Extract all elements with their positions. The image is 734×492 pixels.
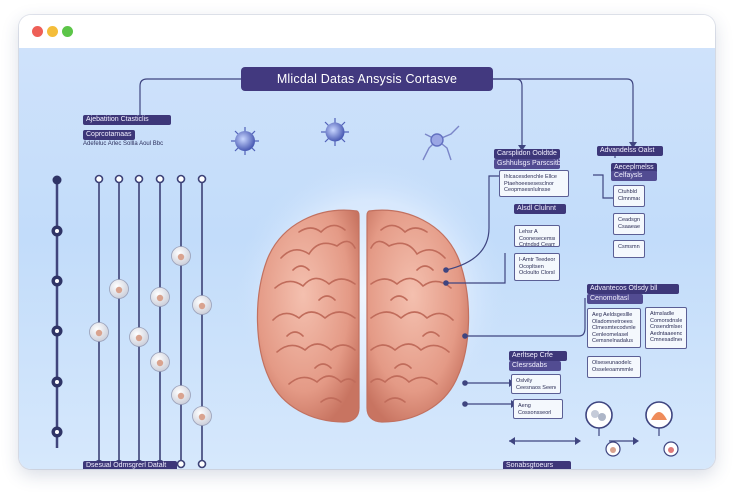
virus-icon-1 xyxy=(231,127,259,155)
virus-icon-2 xyxy=(321,118,349,146)
header-a: Carsplidon Ooldtde xyxy=(494,149,560,159)
legend-item: Aoul xyxy=(139,141,152,147)
box-f: Olseseunaodelc Osseleoammmle xyxy=(587,356,641,378)
neuron-icon xyxy=(422,125,460,161)
box-c: I-Amtr Teedeon Ocopltsen Ocloulto Clorsl… xyxy=(514,253,560,281)
left-footer: Dsesual Odmsgrerl Datalt xyxy=(83,461,177,469)
window-titlebar xyxy=(19,15,715,48)
label-b: Aeceplmelss xyxy=(611,163,657,173)
icon-card-1: Ctuhbld Clmnmacllgsa xyxy=(613,185,645,207)
left-heading: Ajebatition Ctasticlis xyxy=(83,115,171,125)
diagram-canvas: Mlicdal Datas Ansysis Cortasve Ajebatiti… xyxy=(19,48,715,469)
legend-item: Arlec xyxy=(107,141,122,147)
icon-card-2: Ceadsgnt Csaaeae Odosa xyxy=(613,213,645,235)
box-g: Oslvily Ceesnaos Seendle xyxy=(511,374,561,394)
diagram-graphics xyxy=(51,78,679,469)
header-d: Aerltsep Crfe xyxy=(509,351,567,361)
close-button[interactable] xyxy=(32,26,43,37)
brain-illustration xyxy=(256,209,470,423)
left-legend-row: Adefeluc Arlec Sollla Aoul Bbc xyxy=(83,141,163,148)
sample-icon-2 xyxy=(645,401,673,436)
box-h: Aeng Cossonsseorl xyxy=(513,399,563,419)
right-footer: Sonabsgtoeurs xyxy=(503,461,571,469)
legend-item: Bbc xyxy=(152,141,164,147)
header-a-sub: Gshhulsgs Parscsitbls xyxy=(494,159,560,169)
left-subheading: Coprcotamaas xyxy=(83,130,135,140)
header-d-sub: Clesrsdabs xyxy=(509,361,561,371)
label-b-sub: Celfaysls xyxy=(611,171,657,181)
box-a: Ihlcacesdenchle Ellce Ptaehoeesesesclnor… xyxy=(499,170,569,197)
legend-item: Adefeluc xyxy=(83,141,107,147)
box-e: Atmsladle Comorsdnsle Cnsendmlsecs Aednt… xyxy=(645,307,687,349)
maximize-button[interactable] xyxy=(62,26,73,37)
box-b: Lehsr A Coonesecemsn Cntndsd Ceam xyxy=(514,225,560,248)
sample-icon-1 xyxy=(585,401,613,436)
small-node-icons xyxy=(605,441,679,457)
box-d: Aeg Aeldsgesllle Oladomnetroees Clmesmte… xyxy=(587,308,641,348)
minimize-button[interactable] xyxy=(47,26,58,37)
header-c: Advantecos Otlsdy bll xyxy=(587,284,679,294)
app-window: Mlicdal Datas Ansysis Cortasve Ajebatiti… xyxy=(19,15,715,469)
legend-item: Sollla xyxy=(123,141,138,147)
label-c: Alsdl Clulnnt xyxy=(514,204,566,214)
header-b: Advandelss Oalst xyxy=(597,146,663,156)
diagram-title: Mlicdal Datas Ansysis Cortasve xyxy=(241,67,493,91)
header-c-sub: Cenomoltasl xyxy=(587,294,643,304)
icon-card-3: Csmsmnzxsd xyxy=(613,240,645,258)
